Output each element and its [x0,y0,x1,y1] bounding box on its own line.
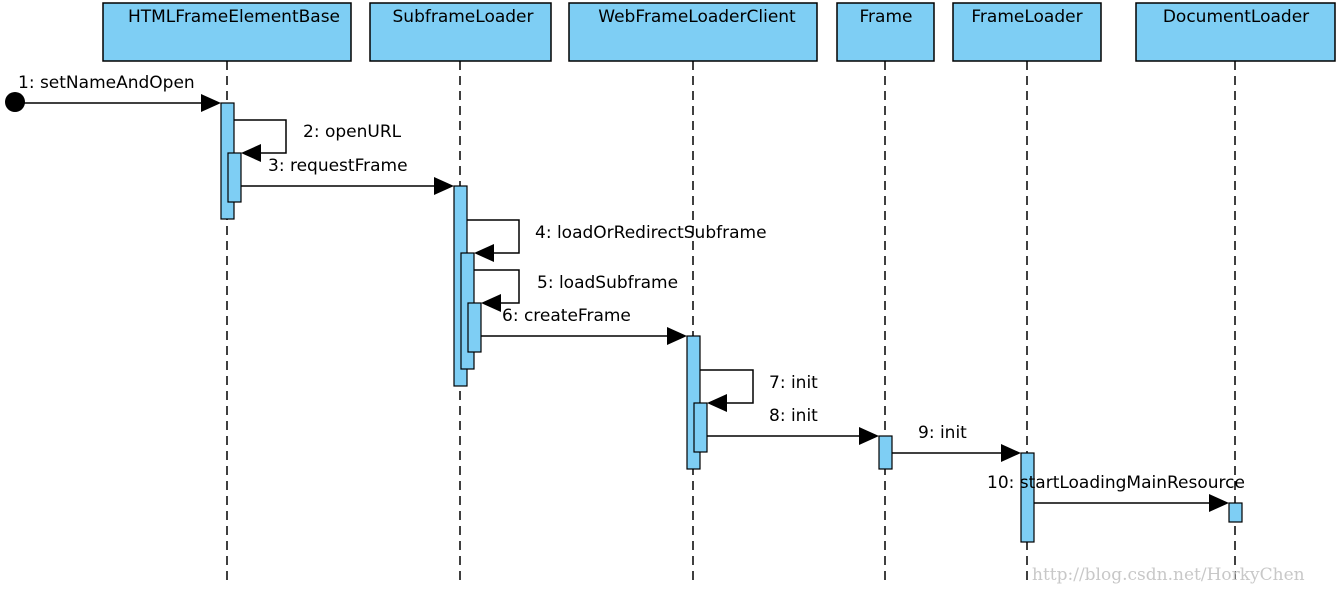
message-start-loading-main-resource: 10: startLoadingMainResource [987,473,1245,512]
arrowhead-icon [474,244,494,262]
message-open-url: 2: openURL [234,119,402,162]
message-label: 5: loadSubframe [537,273,678,293]
activation-bar-htmlframeelementbase-nested [227,152,242,203]
participant-label: WebFrameLoaderClient [598,7,796,27]
message-label: 4: loadOrRedirectSubframe [535,223,767,243]
participant-htmlframeelementbase: HTMLFrameElementBase [102,2,352,586]
message-label: 2: openURL [303,122,402,142]
arrowhead-icon [1209,494,1229,512]
message-label: 1: setNameAndOpen [18,73,195,93]
participant-box [952,2,1102,62]
message-line [700,369,754,404]
arrowhead-icon [241,144,261,162]
activation-bar-frameloader [1020,452,1035,543]
participant-label: HTMLFrameElementBase [128,7,340,27]
activation-bar-documentloader [1228,502,1243,523]
participant-frame: Frame [836,2,935,586]
message-label: 6: createFrame [502,306,631,326]
message-init-frameloader: 9: init [892,423,1021,462]
start-dot [5,92,25,112]
message-init-frame: 8: init [707,406,879,445]
activation-bar-frame [878,435,893,470]
message-create-frame: 6: createFrame [481,306,687,345]
watermark: http://blog.csdn.net/HorkyChen [1032,565,1305,585]
participant-box [369,2,552,62]
participant-box [836,2,935,62]
arrowhead-icon [481,294,501,312]
participant-label: Frame [860,7,913,27]
arrowhead-icon [859,427,879,445]
participant-documentloader: DocumentLoader [1135,2,1336,586]
participant-label: DocumentLoader [1163,7,1309,27]
message-label: 3: requestFrame [268,156,408,176]
message-line [474,269,520,304]
message-load-or-redirect-subframe: 4: loadOrRedirectSubframe [467,219,767,262]
arrowhead-icon [201,94,221,112]
activation-bar-webframeloaderclient-nested [693,402,708,453]
activation-bar-subframeloader-nested-2 [467,302,482,353]
participant-webframeloaderclient: WebFrameLoaderClient [568,2,818,586]
message-request-frame: 3: requestFrame [241,156,454,195]
participant-box [1135,2,1336,62]
arrowhead-icon [667,327,687,345]
participant-label: FrameLoader [971,7,1082,27]
participant-frameloader: FrameLoader [952,2,1102,586]
participant-box [102,2,352,62]
message-line [234,119,287,154]
message-label: 8: init [769,406,818,426]
message-load-subframe: 5: loadSubframe [474,269,678,312]
message-label: 9: init [918,423,967,443]
message-label: 7: init [769,373,818,393]
message-set-name-and-open: 1: setNameAndOpen [5,73,221,112]
participant-label: SubframeLoader [393,7,534,27]
arrowhead-icon [1001,444,1021,462]
arrowhead-icon [707,394,727,412]
message-line [467,219,520,254]
message-label: 10: startLoadingMainResource [987,473,1245,493]
message-init-self: 7: init [700,369,818,412]
arrowhead-icon [434,177,454,195]
